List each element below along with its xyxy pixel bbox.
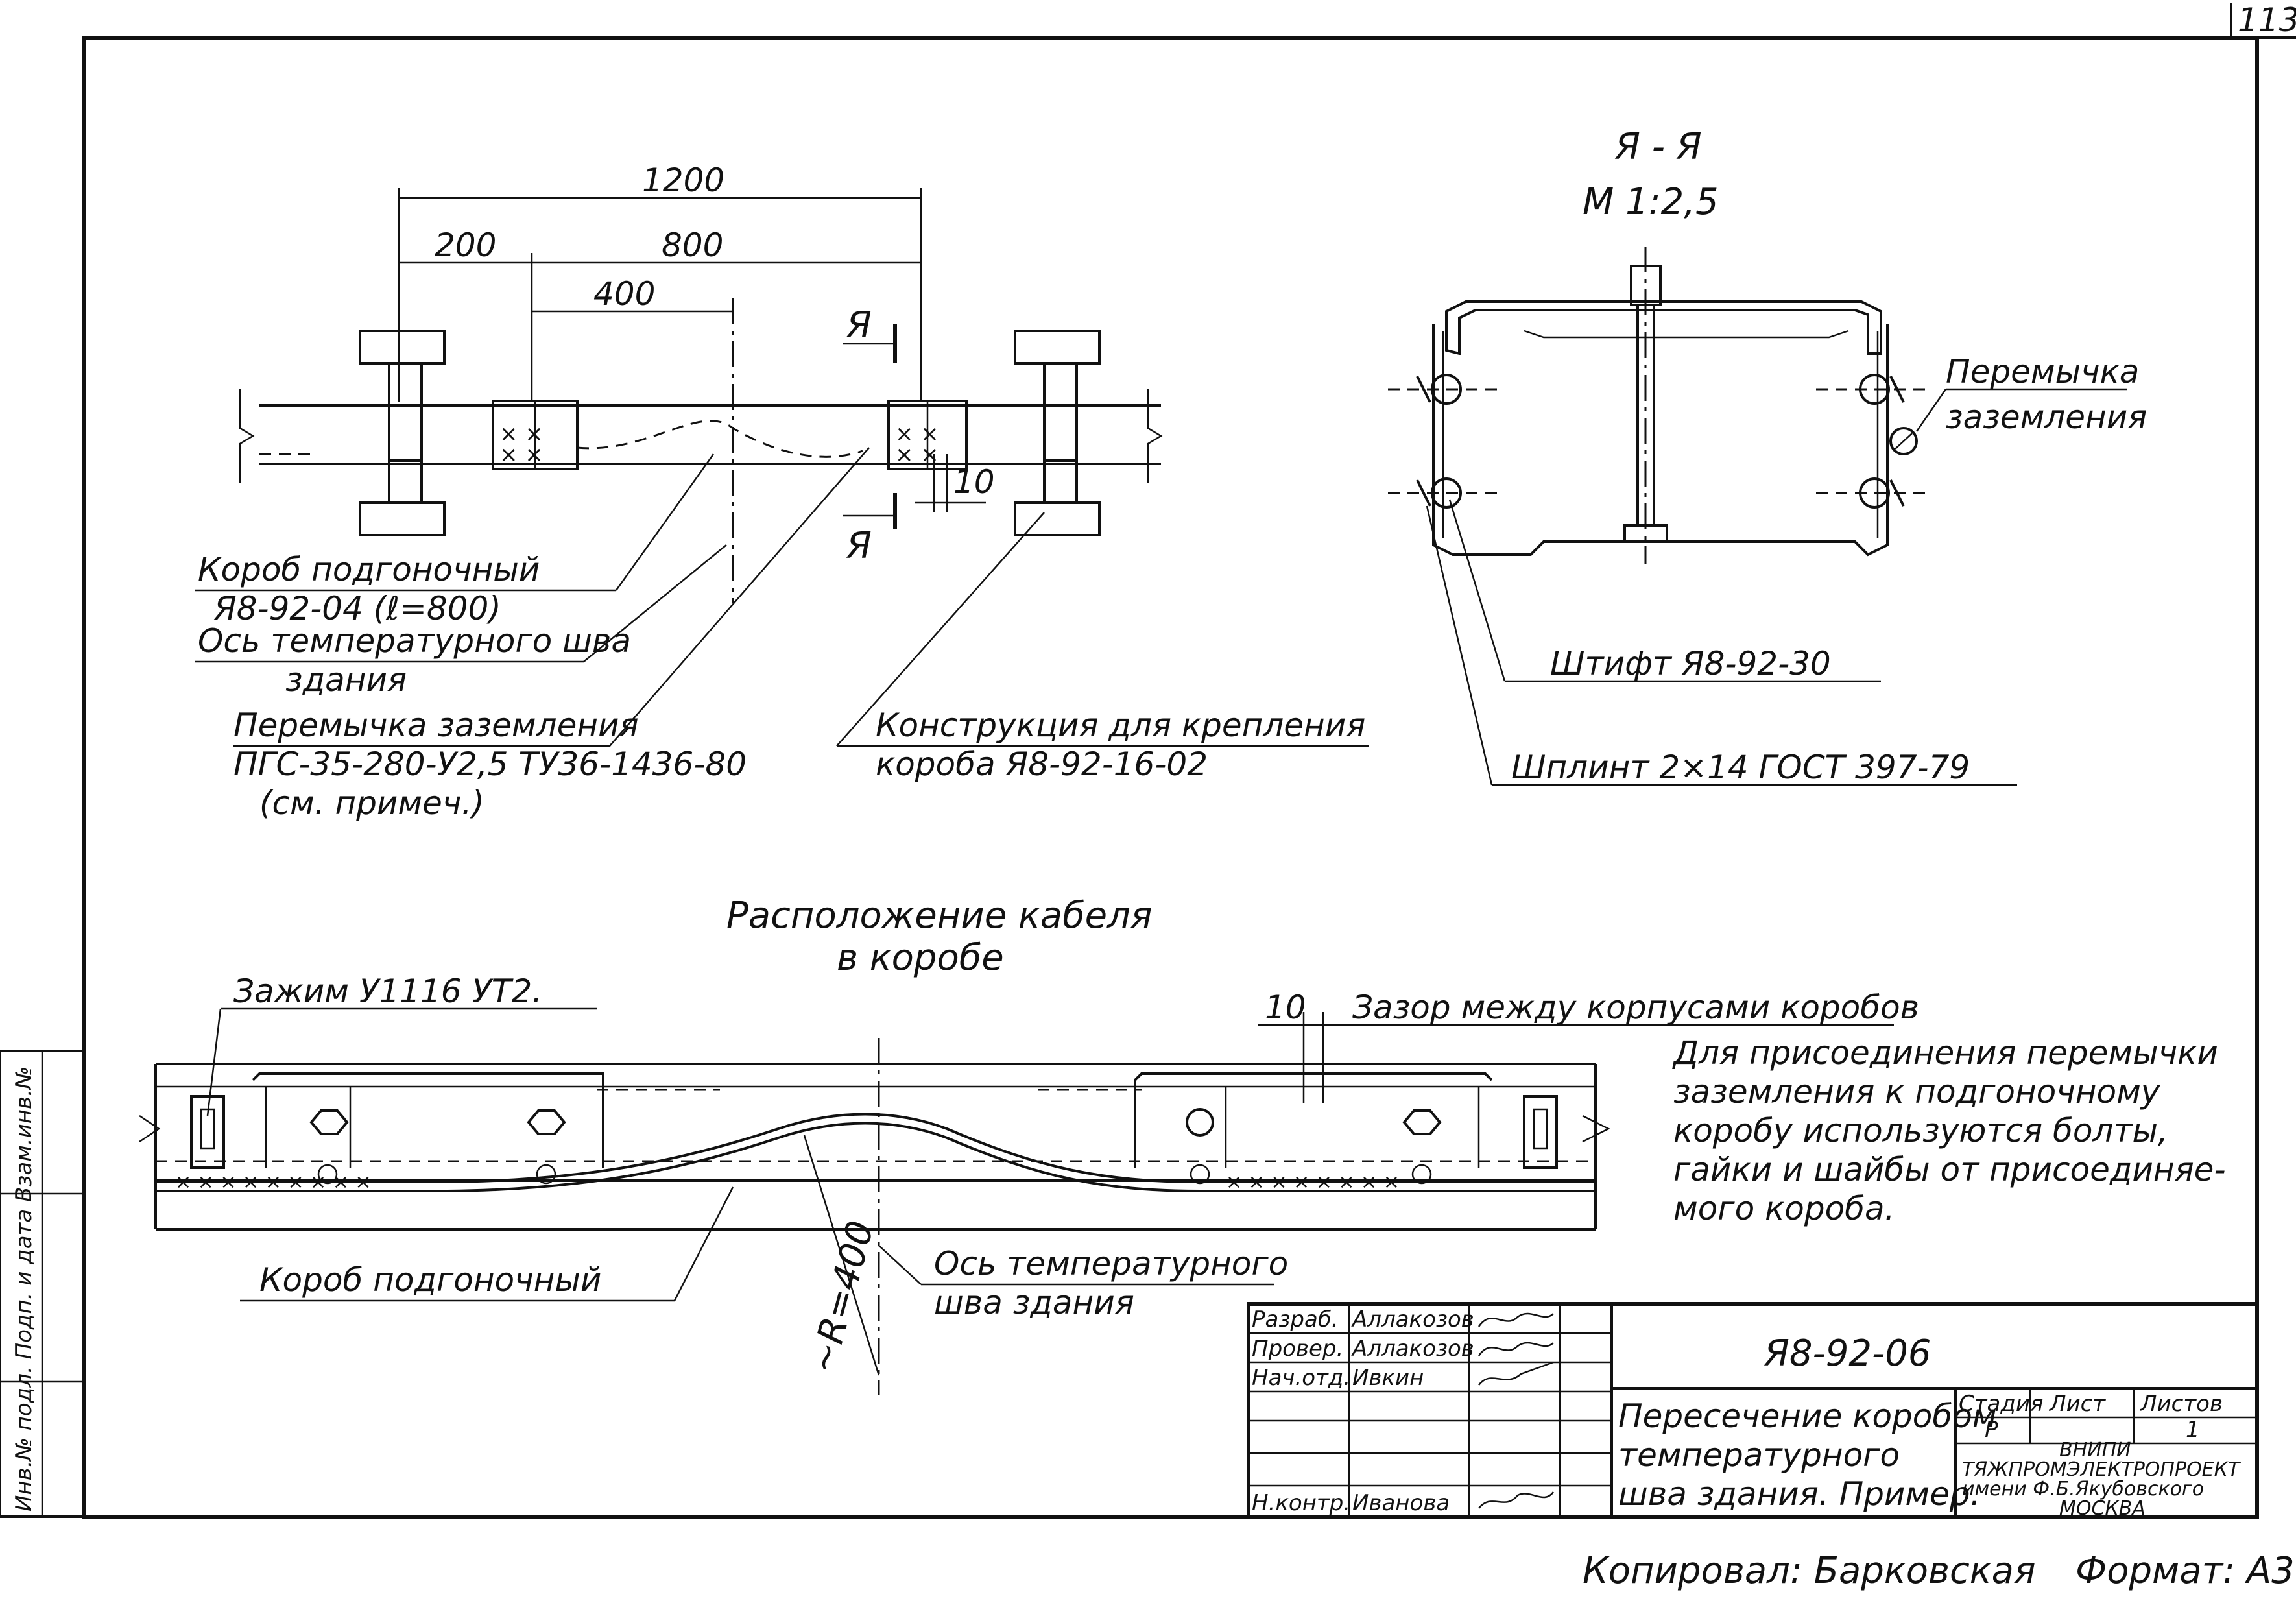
section-aa: Я - Я М 1:2,5 xyxy=(1388,126,2147,786)
sheets-value: 1 xyxy=(2186,1417,2200,1443)
footer-copied: Копировал: Барковская xyxy=(1583,1550,2036,1592)
label-axis: Ось температурного шва xyxy=(198,622,631,660)
plan-view: 1200 200 800 400 × × × × × × × × xyxy=(195,162,1369,747)
section-title: Я - Я xyxy=(1614,126,1702,168)
label-jumper-spec: ПГС-35-280-У2,5 ТУ36-1436-80 xyxy=(233,745,747,783)
cable-view-subtitle: в коробе xyxy=(837,937,1004,979)
cable-axis-label: Ось температурного xyxy=(934,1245,1288,1283)
dim-1200: 1200 xyxy=(642,162,724,199)
svg-text:× ×: × × xyxy=(499,421,544,447)
role-developer: Разраб. xyxy=(1252,1307,1339,1332)
label-jumper-note: (см. примеч.) xyxy=(259,784,484,822)
note-line-2: заземления к подгоночному xyxy=(1673,1073,2161,1111)
name-head: Ивкин xyxy=(1352,1365,1424,1391)
sheets-header: Листов xyxy=(2139,1391,2223,1417)
label-box: Короб подгоночный xyxy=(198,551,540,588)
svg-text:× × × × × × × ×: × × × × × × × × × xyxy=(175,1171,372,1194)
note: Для присоединения перемычки заземления к… xyxy=(1672,1034,2226,1227)
pin-label: Штифт Я8-92-30 xyxy=(1550,645,1831,682)
stage-value: Р xyxy=(1985,1417,1998,1443)
note-line-1: Для присоединения перемычки xyxy=(1672,1034,2218,1072)
label-construction-code: короба Я8-92-16-02 xyxy=(876,745,1208,783)
svg-text:× ×: × × xyxy=(895,421,939,447)
sheet-header: Лист xyxy=(2048,1391,2106,1417)
cable-view-title: Расположение кабеля xyxy=(726,895,1153,937)
org-line-4: МОСКВА xyxy=(2059,1497,2146,1520)
dim-10: 10 xyxy=(953,463,995,501)
gap-label: Зазор между корпусами коробов xyxy=(1352,989,1919,1026)
role-head: Нач.отд. xyxy=(1252,1365,1350,1391)
page-number: 113 xyxy=(2238,1,2296,39)
signature-2 xyxy=(1477,1342,1554,1356)
doc-title-1: Пересечение коробом xyxy=(1618,1397,1997,1435)
section-jumper-label-2: заземления xyxy=(1946,398,2147,436)
title-block: Разраб. Провер. Нач.отд. Н.контр. Аллако… xyxy=(1247,1302,2259,1520)
footer-format: Формат: А3 xyxy=(2075,1550,2295,1592)
side-stamp: Инв.№ подл. Подп. и дата Взам.инв.№ xyxy=(0,1050,86,1518)
svg-text:× ×: × × xyxy=(499,442,544,468)
plan-labels: Короб подгоночный Я8-92-04 (ℓ=800) Ось т… xyxy=(198,551,1365,822)
doc-title-2: температурного xyxy=(1618,1436,1900,1474)
label-axis-building: здания xyxy=(285,661,407,699)
section-mark-top: Я xyxy=(846,304,872,346)
section-mark-bottom: Я xyxy=(846,525,872,567)
org-line-1: ВНИПИ xyxy=(2059,1439,2131,1462)
name-developer: Аллакозов xyxy=(1351,1307,1474,1332)
stage-header: Стадия xyxy=(1959,1391,2043,1417)
org-line-3: имени Ф.Б.Якубовского xyxy=(1962,1478,2204,1500)
name-norm-control: Иванова xyxy=(1352,1490,1450,1516)
signature-4 xyxy=(1478,1491,1554,1509)
drawing-frame xyxy=(82,3,2296,1519)
signature-1 xyxy=(1477,1312,1554,1327)
note-line-3: коробу используются болты, xyxy=(1673,1112,2168,1150)
label-box-code: Я8-92-04 (ℓ=800) xyxy=(213,590,501,627)
label-construction: Конструкция для крепления xyxy=(876,706,1365,744)
dim-800: 800 xyxy=(662,226,723,264)
dim-200: 200 xyxy=(435,226,496,264)
cable-axis-label-2: шва здания xyxy=(934,1284,1134,1321)
side-stamp-text: Инв.№ подл. Подп. и дата Взам.инв.№ xyxy=(11,1066,37,1512)
note-line-4: гайки и шайбы от присоединяе- xyxy=(1673,1151,2226,1188)
clamp-label: Зажим У1116 УТ2. xyxy=(233,972,542,1010)
role-checker: Провер. xyxy=(1252,1336,1343,1362)
section-scale: М 1:2,5 xyxy=(1583,181,1719,223)
dim-400: 400 xyxy=(593,275,655,313)
radius-label: ~R=400 xyxy=(802,1216,883,1377)
note-line-5: мого короба. xyxy=(1673,1190,1895,1227)
svg-text:× ×: × × xyxy=(895,442,939,468)
section-jumper-label: Перемычка xyxy=(1946,353,2139,391)
svg-text:× × × × × × × ×: × × × × × × × × xyxy=(1226,1171,1400,1194)
cable-box-label: Короб подгоночный xyxy=(259,1261,601,1299)
signature-3 xyxy=(1478,1361,1554,1386)
cable-view: Расположение кабеля в коробе Зажим У1116… xyxy=(139,895,1919,1395)
doc-title-3: шва здания. Пример. xyxy=(1618,1475,1981,1513)
role-norm-control: Н.контр. xyxy=(1252,1490,1350,1516)
label-jumper: Перемычка заземления xyxy=(233,706,639,744)
gap-dim: 10 xyxy=(1265,989,1306,1026)
splint-label: Шплинт 2×14 ГОСТ 397-79 xyxy=(1511,749,1970,786)
name-checker: Аллакозов xyxy=(1351,1336,1474,1362)
org-line-2: ТЯЖПРОМЭЛЕКТРОПРОЕКТ xyxy=(1962,1458,2242,1481)
doc-code: Я8-92-06 xyxy=(1764,1332,1931,1375)
